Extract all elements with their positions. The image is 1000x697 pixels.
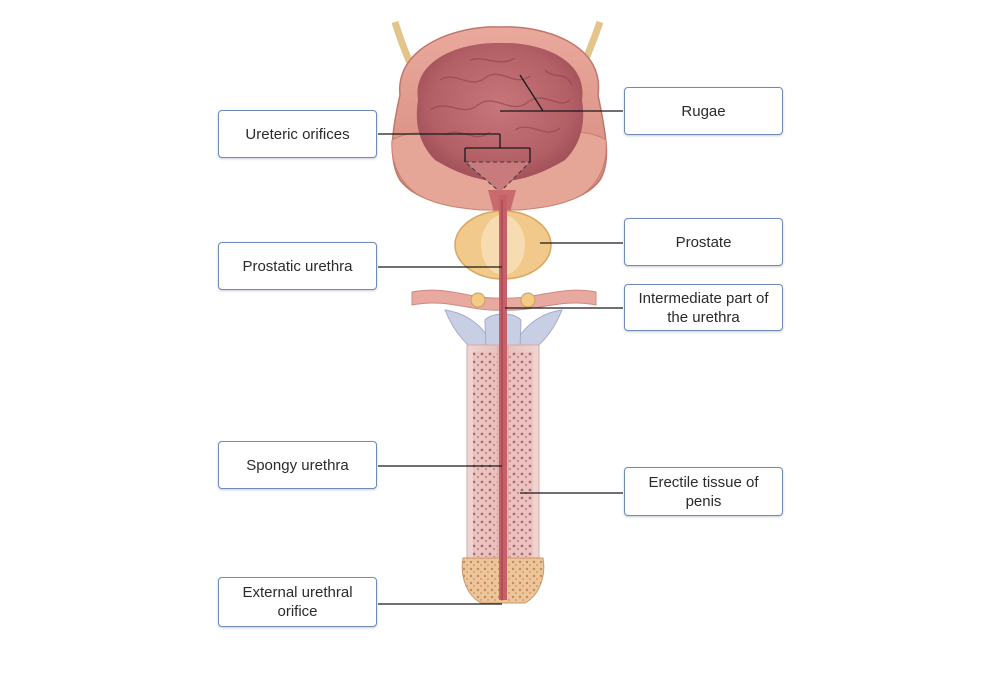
urethra (499, 195, 507, 600)
trigone (463, 161, 532, 193)
bladder-lumen (416, 42, 584, 183)
label-erectile-tissue[interactable]: Erectile tissue of penis (624, 467, 783, 516)
corpus-cavernosum-left (473, 352, 497, 557)
label-ureteric-orifices[interactable]: Ureteric orifices (218, 110, 377, 158)
bulbourethral-gland-left (470, 292, 486, 308)
label-prostate[interactable]: Prostate (624, 218, 783, 266)
label-spongy-urethra[interactable]: Spongy urethra (218, 441, 377, 489)
label-intermediate-urethra[interactable]: Intermediate part of the urethra (624, 284, 783, 331)
bulbourethral-gland-right (520, 292, 536, 308)
label-external-urethral-orifice[interactable]: External urethral orifice (218, 577, 377, 627)
rugae-folds (429, 57, 573, 138)
label-prostatic-urethra[interactable]: Prostatic urethra (218, 242, 377, 290)
leader-lines (378, 74, 623, 605)
label-rugae[interactable]: Rugae (624, 87, 783, 135)
corpus-cavernosum-right (509, 352, 533, 557)
